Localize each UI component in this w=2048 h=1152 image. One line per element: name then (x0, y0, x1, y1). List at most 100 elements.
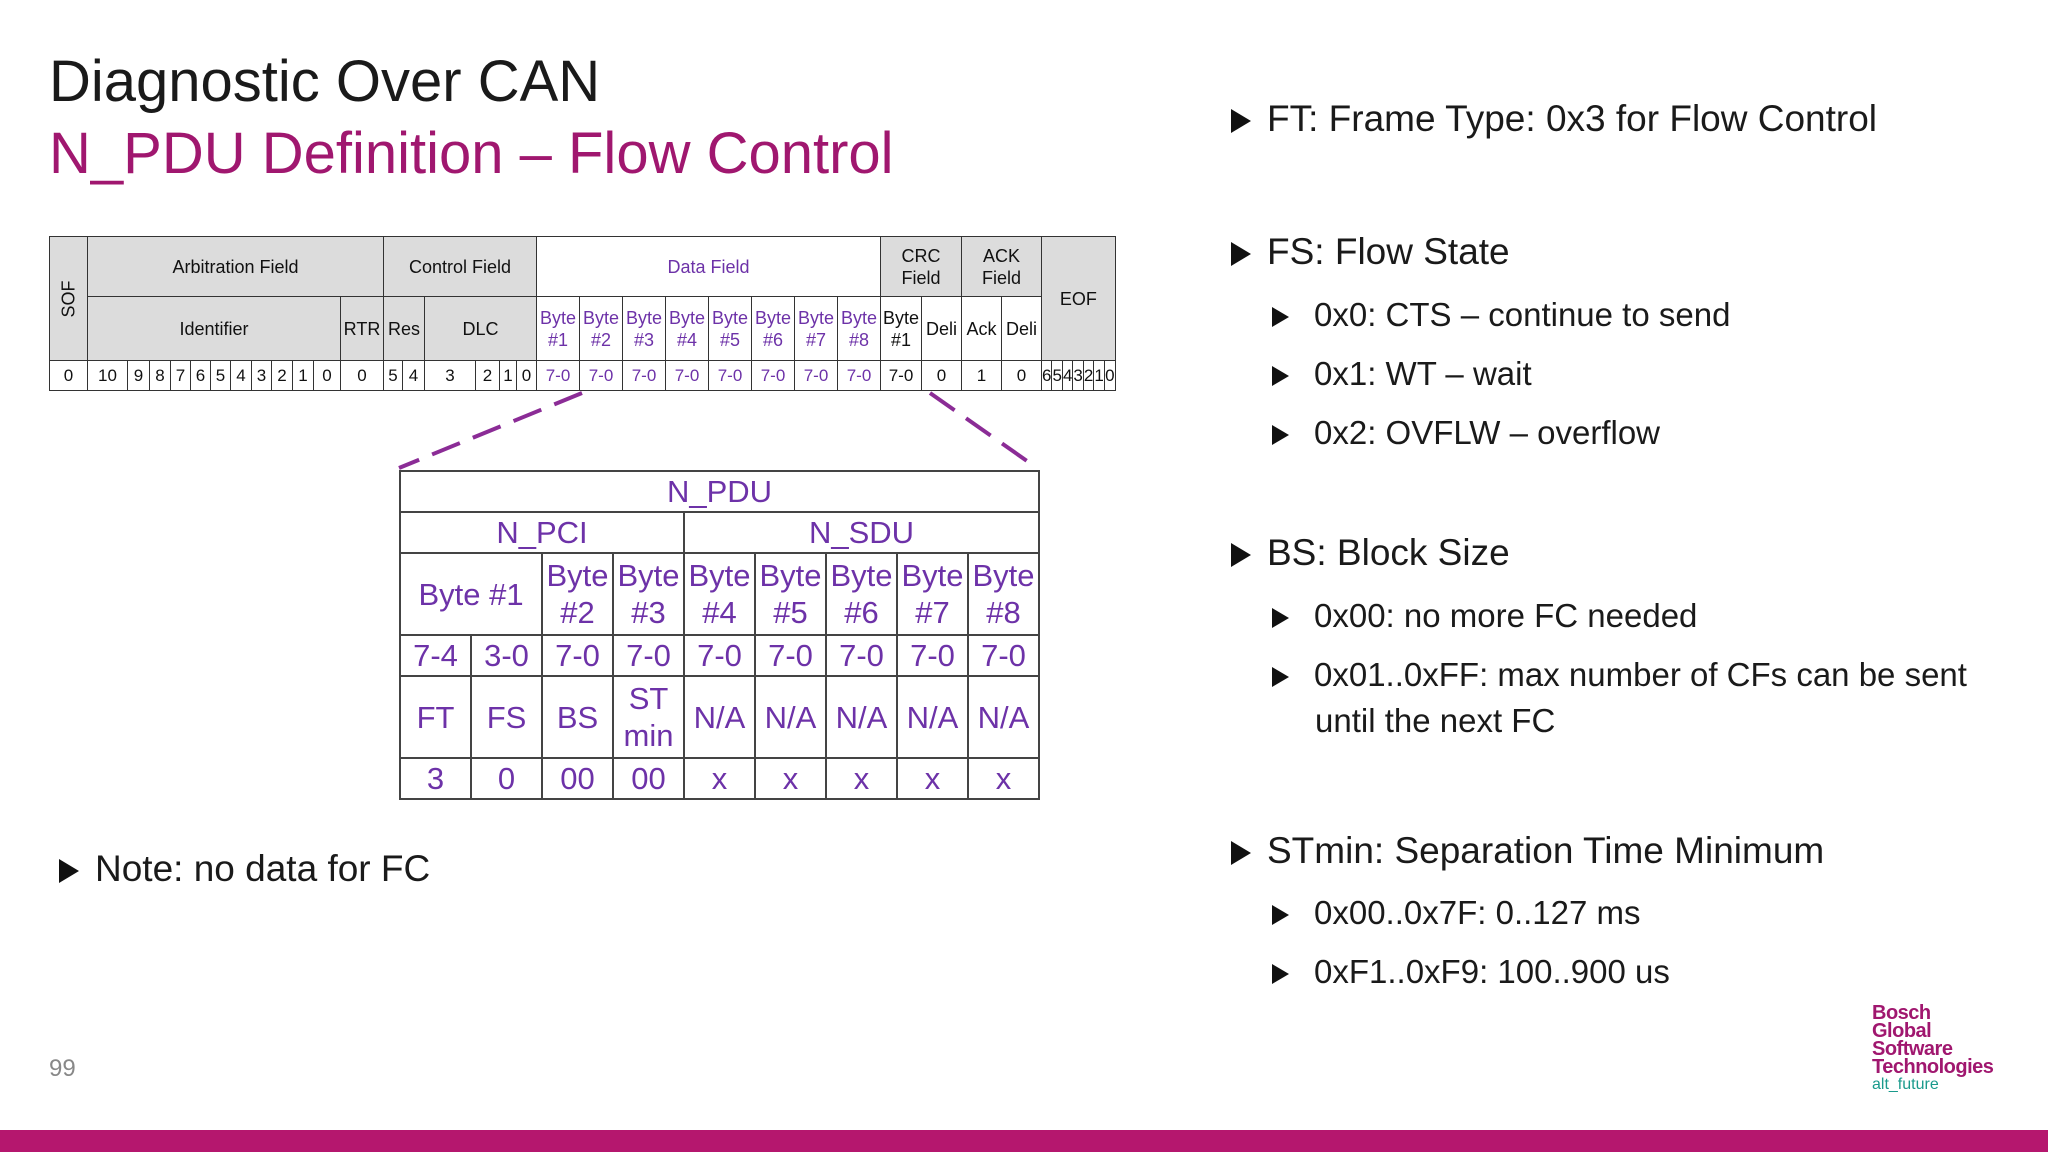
bit-number-cell: 7-0 (665, 360, 710, 391)
npdu-name-cell: BS (541, 675, 614, 759)
sub-bullet-triangle-icon (1272, 366, 1289, 386)
bullet-fs: FS: Flow State (1231, 231, 1510, 273)
nsdu-header: N_SDU (683, 511, 1040, 554)
npdu-value-cell: x (825, 757, 898, 800)
data-field-header: Data Field (536, 236, 882, 297)
sub-bullet-triangle-icon (1272, 608, 1289, 628)
zoom-line-right (928, 391, 1039, 470)
data-byte-header: Byte #7 (794, 296, 839, 361)
bit-number-cell: 7-0 (751, 360, 796, 391)
bullet-bs: BS: Block Size (1231, 532, 1510, 574)
npdu-value-cell: 00 (612, 757, 685, 800)
bit-number-cell: 7-0 (794, 360, 839, 391)
npdu-name-cell: FS (470, 675, 543, 759)
bs-item-continuation: until the next FC (1315, 702, 1556, 739)
npdu-name-cell: ST min (612, 675, 685, 759)
bit-number-cell: 6 (1040, 360, 1053, 391)
npdu-bit-cell: 7-0 (683, 634, 756, 677)
npdu-bit-cell: 7-0 (896, 634, 969, 677)
npdu-value-cell: 00 (541, 757, 614, 800)
npdu-name-cell: N/A (825, 675, 898, 759)
fs-item: 0x2: OVFLW – overflow (1272, 414, 1660, 452)
bit-number-cell: 7-0 (837, 360, 882, 391)
npdu-byte-header: Byte #8 (967, 552, 1040, 636)
bs-item: 0x01..0xFF: max number of CFs can be sen… (1272, 656, 1967, 694)
npdu-bit-cell: 7-0 (825, 634, 898, 677)
res-header: Res (383, 296, 426, 361)
ack-field-header: ACK Field (961, 236, 1043, 297)
bit-number-cell: 7-0 (536, 360, 581, 391)
data-byte-header: Byte #5 (708, 296, 753, 361)
npdu-name-cell: N/A (896, 675, 969, 759)
npdu-bit-cell: 7-4 (399, 634, 472, 677)
data-byte-header: Byte #8 (837, 296, 882, 361)
npdu-byte-header: Byte #2 (541, 552, 614, 636)
identifier-header: Identifier (87, 296, 342, 361)
npdu-value-cell: 3 (399, 757, 472, 800)
stmin-item: 0xF1..0xF9: 100..900 us (1272, 953, 1670, 991)
can-frame-table: SOF Arbitration Field Control Field Data… (48, 236, 1116, 391)
npdu-value-cell: x (896, 757, 969, 800)
sub-bullet-triangle-icon (1272, 307, 1289, 327)
slide-subtitle: N_PDU Definition – Flow Control (49, 121, 894, 186)
npdu-bit-cell: 7-0 (754, 634, 827, 677)
npdu-byte1-header: Byte #1 (399, 552, 543, 636)
bullet-stmin: STmin: Separation Time Minimum (1231, 830, 1824, 872)
bullet-triangle-icon (1231, 543, 1251, 567)
npdu-value-cell: x (683, 757, 756, 800)
sub-bullet-triangle-icon (1272, 964, 1289, 984)
data-byte-header: Byte #1 (536, 296, 581, 361)
stmin-item: 0x00..0x7F: 0..127 ms (1272, 894, 1641, 932)
npdu-name-cell: FT (399, 675, 472, 759)
bit-number-cell: 1 (1093, 360, 1105, 391)
crc-field-header: CRC Field (880, 236, 963, 297)
npdu-name-cell: N/A (683, 675, 756, 759)
crc-byte-header: Byte #1 (880, 296, 923, 361)
bit-number-cell: 0 (340, 360, 385, 391)
npdu-bit-cell: 7-0 (541, 634, 614, 677)
npdu-byte-header: Byte #7 (896, 552, 969, 636)
control-field-header: Control Field (383, 236, 538, 297)
bit-number-cell: 0 (313, 360, 342, 391)
zoom-line-left (398, 391, 583, 470)
npdu-byte-header: Byte #6 (825, 552, 898, 636)
bullet-triangle-icon (59, 859, 79, 883)
npdu-byte-header: Byte #5 (754, 552, 827, 636)
sub-bullet-triangle-icon (1272, 905, 1289, 925)
eof-header: EOF (1041, 236, 1116, 361)
can-frame-diagram: SOF Arbitration Field Control Field Data… (48, 236, 1116, 391)
npdu-byte-header: Byte #3 (612, 552, 685, 636)
bullet-ft: FT: Frame Type: 0x3 for Flow Control (1231, 98, 1877, 140)
sub-bullet-triangle-icon (1272, 425, 1289, 445)
bit-number-cell: 7-0 (622, 360, 667, 391)
sof-cell: SOF (48, 236, 89, 361)
fs-item: 0x1: WT – wait (1272, 355, 1532, 393)
company-logo: Bosch Global Software Technologies alt_f… (1872, 1002, 1994, 1093)
bullet-triangle-icon (1231, 242, 1251, 266)
npdu-byte-header: Byte #4 (683, 552, 756, 636)
npdu-bit-cell: 7-0 (967, 634, 1040, 677)
bit-number-cell: 4 (1061, 360, 1074, 391)
bit-number-cell: 7-0 (708, 360, 753, 391)
sub-bullet-triangle-icon (1272, 667, 1289, 687)
page-number: 99 (49, 1055, 76, 1082)
npdu-name-cell: N/A (967, 675, 1040, 759)
data-byte-header: Byte #6 (751, 296, 796, 361)
bit-number-cell: 3 (1072, 360, 1084, 391)
npci-header: N_PCI (399, 511, 685, 554)
ack-ack-header: Ack (961, 296, 1003, 361)
bit-number-cell: 7-0 (880, 360, 923, 391)
fs-item: 0x0: CTS – continue to send (1272, 296, 1730, 334)
npdu-bit-cell: 3-0 (470, 634, 543, 677)
bit-number-cell: 2 (475, 360, 501, 391)
bullet-triangle-icon (1231, 841, 1251, 865)
npdu-value-cell: x (754, 757, 827, 800)
bit-number-cell: 0 (1103, 360, 1116, 391)
